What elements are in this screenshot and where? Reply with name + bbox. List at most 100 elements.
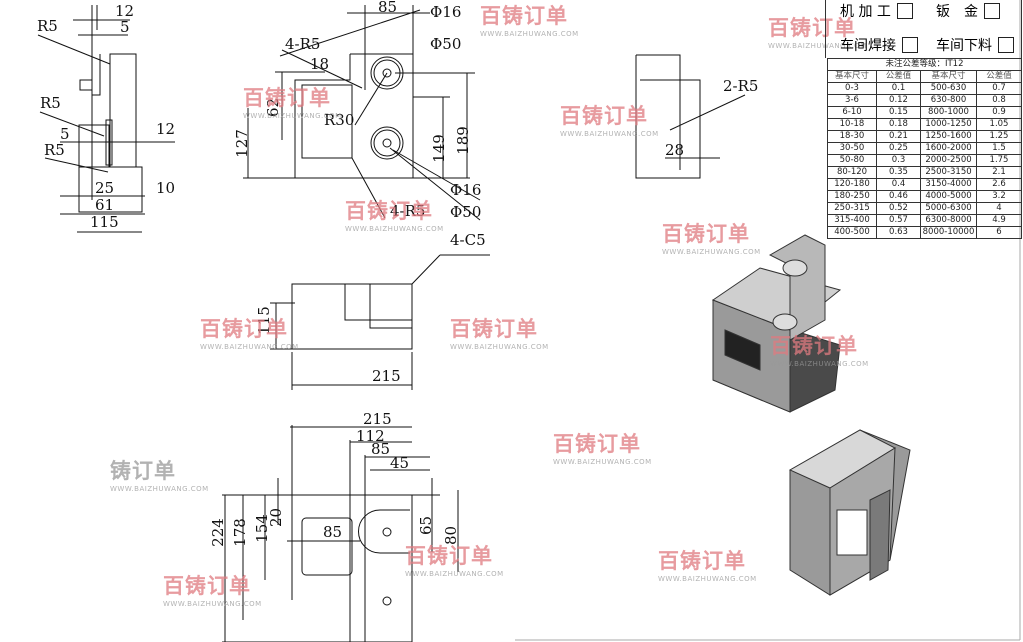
dim-left-115: 115 (90, 213, 119, 231)
table-cell: 1.5 (976, 142, 1022, 155)
check-cutting[interactable]: 车间下料 (936, 35, 1014, 55)
dim-left-10: 10 (156, 179, 176, 197)
table-cell: 8000-10000 (920, 226, 977, 239)
table-cell: 400-500 (827, 226, 877, 239)
table-cell: 6300-8000 (920, 214, 977, 227)
dim-front-149: 149 (429, 134, 448, 163)
tolerance-title: 未注公差等级：IT12 (827, 58, 1022, 71)
table-cell: 1.25 (976, 130, 1022, 143)
dim-left-12a: 12 (115, 2, 135, 20)
check-label: 机 加 工 (840, 4, 891, 20)
checkbox[interactable] (896, 3, 913, 19)
dim-bottom-85b: 85 (323, 523, 343, 541)
table-cell: 250-315 (827, 202, 877, 215)
table-cell: 0.8 (976, 94, 1022, 107)
check-label: 车间下料 (936, 38, 992, 54)
table-cell: 3.2 (976, 190, 1022, 203)
dim-left-61: 61 (95, 196, 115, 214)
left-view (37, 5, 175, 233)
dim-bottom-65: 65 (417, 515, 436, 536)
table-cell: 2500-3150 (920, 166, 977, 179)
dim-front-4r5a: 4-R5 (285, 35, 321, 53)
table-cell: 0.1 (876, 82, 921, 95)
checkbox[interactable] (902, 37, 918, 53)
check-welding[interactable]: 车间焊接 (840, 35, 918, 55)
table-cell: 1250-1600 (920, 130, 977, 143)
dim-bottom-224: 224 (208, 518, 227, 547)
table-cell: 0.52 (876, 202, 921, 215)
dim-left-12b: 12 (156, 120, 176, 138)
check-sheet-metal[interactable]: 钣 金 (936, 1, 1000, 21)
table-cell: 0.3 (876, 154, 921, 167)
table-cell: 800-1000 (920, 106, 977, 119)
table-cell: 4000-5000 (920, 190, 977, 203)
dim-front-4r5b: 4-R5 (390, 202, 426, 220)
table-cell: 1600-2000 (920, 142, 977, 155)
table-cell: 4.9 (976, 214, 1022, 227)
table-cell: 0.46 (876, 190, 921, 203)
table-cell: 18-30 (827, 130, 877, 143)
dim-bottom-20: 20 (267, 507, 286, 528)
header-cell: 基本尺寸 (827, 70, 877, 83)
dim-front-phi16a: Φ16 (430, 3, 462, 21)
dim-top-215: 215 (372, 367, 401, 385)
check-machining[interactable]: 机 加 工 (840, 1, 913, 21)
dim-bottom-45: 45 (390, 454, 410, 472)
table-cell: 6-10 (827, 106, 877, 119)
table-cell: 30-50 (827, 142, 877, 155)
check-label: 钣 金 (936, 4, 978, 20)
isometric-view-1 (711, 234, 842, 413)
table-cell: 0.35 (876, 166, 921, 179)
dim-top-4c5: 4-C5 (450, 231, 486, 249)
bottom-view (222, 425, 459, 642)
table-cell: 2.1 (976, 166, 1022, 179)
table-cell: 0.9 (976, 106, 1022, 119)
table-cell: 1.05 (976, 118, 1022, 131)
front-view (243, 5, 481, 221)
checkbox[interactable] (998, 37, 1014, 53)
dim-bottom-112: 112 (356, 427, 385, 445)
table-cell: 1000-1250 (920, 118, 977, 131)
table-cell: 0.25 (876, 142, 921, 155)
dim-left-5a: 5 (120, 18, 130, 36)
checkbox[interactable] (984, 3, 1000, 19)
dim-left-r5c: R5 (44, 141, 65, 159)
header-cell: 基本尺寸 (920, 70, 977, 83)
dim-front-85: 85 (378, 0, 398, 16)
dim-side-2r5: 2-R5 (723, 77, 759, 95)
dim-front-phi50b: Φ50 (450, 203, 482, 221)
dim-front-18: 18 (310, 55, 330, 73)
dim-front-127: 127 (232, 129, 251, 158)
table-cell: 1.75 (976, 154, 1022, 167)
dim-bottom-85a: 85 (371, 440, 391, 458)
table-cell: 180-250 (827, 190, 877, 203)
table-cell: 3150-4000 (920, 178, 977, 191)
isometric-view-2 (788, 429, 911, 596)
dim-side-28: 28 (665, 141, 685, 159)
table-cell: 2000-2500 (920, 154, 977, 167)
header-cell: 公差值 (976, 70, 1022, 83)
table-cell: 0.4 (876, 178, 921, 191)
dim-front-189: 189 (453, 126, 472, 155)
side-view (635, 54, 746, 179)
